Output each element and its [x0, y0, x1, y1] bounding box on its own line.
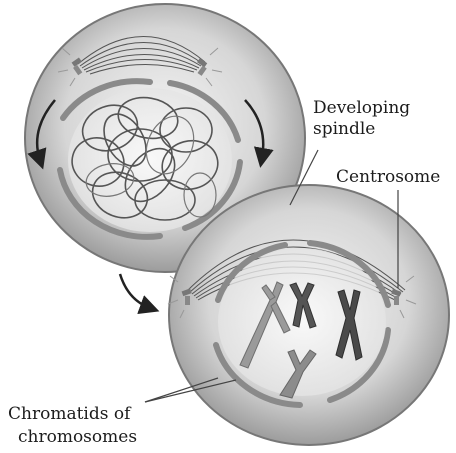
developing-spindle-label-line1: Developing: [313, 98, 410, 118]
curved-arrow-icon: [120, 274, 150, 308]
top-nucleoplasm: [68, 88, 232, 232]
centrosome-label: Centrosome: [336, 167, 440, 187]
chromatids-label-line2: chromosomes: [18, 427, 137, 447]
developing-spindle-label-line2: spindle: [313, 119, 375, 139]
chromatids-label-line1: Chromatids of: [8, 404, 132, 424]
